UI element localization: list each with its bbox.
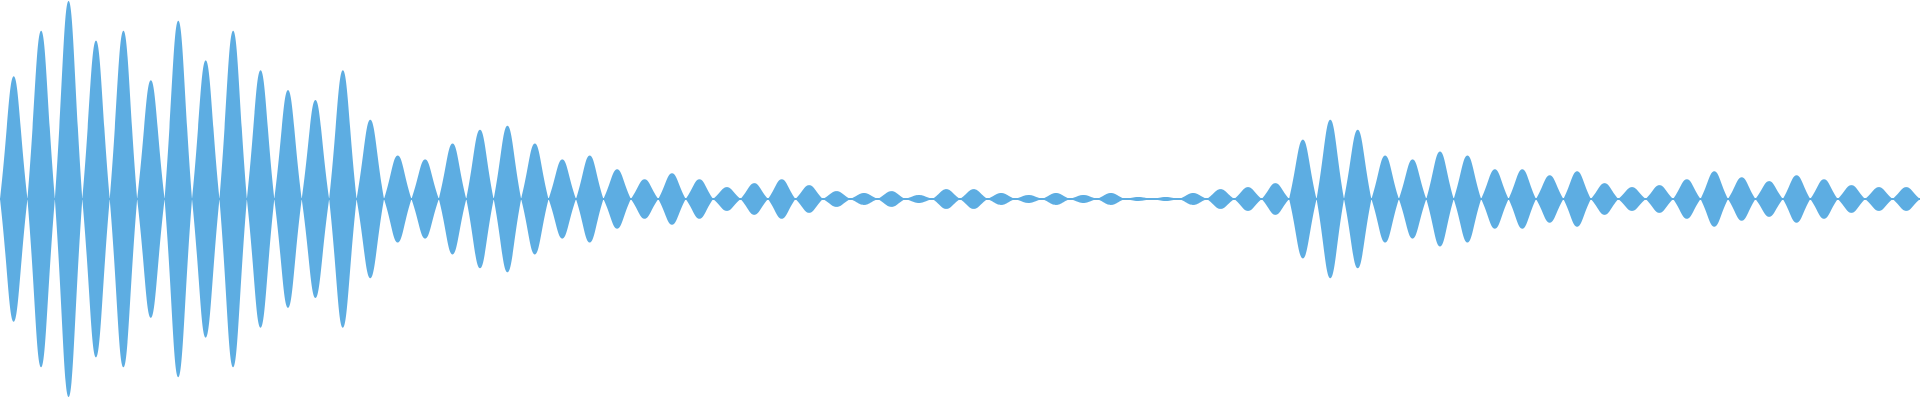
waveform-display [0, 1, 1920, 397]
audio-waveform [0, 1, 1920, 397]
waveform-lobes [0, 1, 1920, 397]
